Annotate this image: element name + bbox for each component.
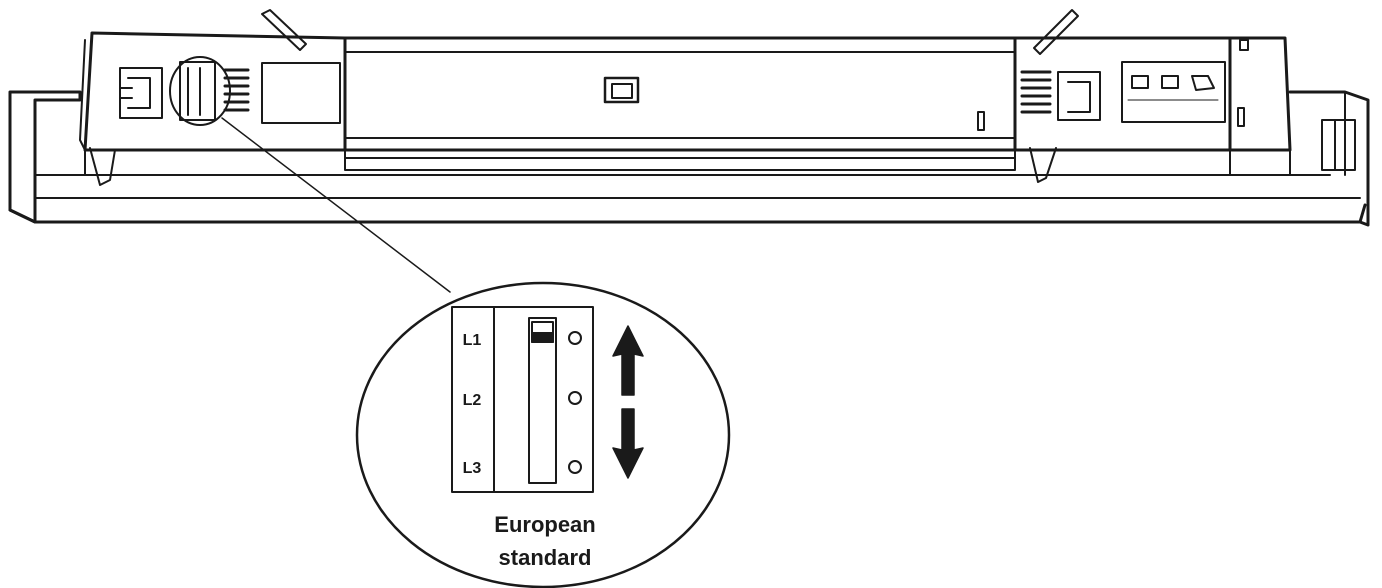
position-dot-l2 xyxy=(568,391,582,405)
leader-line xyxy=(221,117,451,293)
mounting-feet xyxy=(89,147,1057,186)
up-arrow-icon xyxy=(612,325,644,396)
base-tray xyxy=(8,90,1370,227)
caption-line-1: European xyxy=(494,512,595,537)
position-dot-l3 xyxy=(568,460,582,474)
right-vents xyxy=(1020,70,1052,114)
down-arrow-icon xyxy=(612,408,644,479)
switch-label-l2: L2 xyxy=(463,392,482,409)
caption-line-2: standard xyxy=(499,545,592,570)
position-dot-l1 xyxy=(568,331,582,345)
right-control-panel xyxy=(1057,39,1249,127)
center-latch xyxy=(603,76,985,131)
selector-switch-panel xyxy=(451,306,594,493)
left-vents xyxy=(223,68,250,112)
slider-knob xyxy=(531,332,554,343)
switch-label-l3: L3 xyxy=(463,460,482,477)
zoom-detail: L1 L2 L3 European standard xyxy=(355,281,731,588)
heater-device xyxy=(8,9,1370,227)
zoom-source-highlight xyxy=(169,56,231,126)
left-control-panel xyxy=(119,61,341,124)
top-pegs xyxy=(261,9,1079,55)
switch-label-l1: L1 xyxy=(463,332,482,349)
heater-body xyxy=(79,31,1292,176)
zoom-circle xyxy=(355,281,731,588)
